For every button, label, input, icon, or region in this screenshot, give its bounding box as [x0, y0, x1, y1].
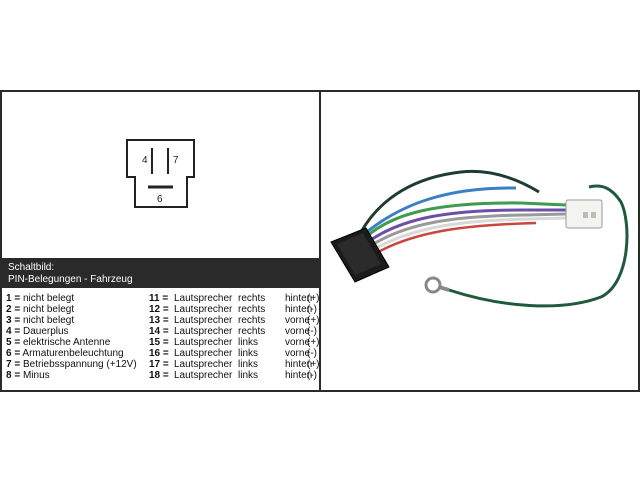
wire-purple	[364, 208, 566, 246]
list-item: 8 = Minus	[6, 370, 50, 381]
list-item: 1 = nicht belegt	[6, 293, 75, 304]
ground-wire	[448, 184, 629, 308]
header-subtitle: PIN-Belegungen - Fahrzeug	[8, 274, 133, 285]
list-item: 6 = Armaturenbeleuchtung	[6, 348, 124, 359]
list-item: 5 = elektrische Antenne	[6, 337, 111, 348]
ring-terminal-stem	[438, 285, 450, 292]
list-item: 7 = Betriebsspannung (+12V)	[6, 359, 137, 370]
wire-blue	[360, 186, 517, 239]
connector-schematic: 4 7 6	[126, 139, 195, 208]
list-item: 4 = Dauerplus	[6, 326, 69, 337]
list-item: 3 = nicht belegt	[6, 315, 75, 326]
wiring-harness-illustration	[330, 169, 629, 308]
header-title: Schaltbild:	[8, 262, 55, 273]
iso-connector-face	[337, 233, 381, 275]
ring-terminal	[424, 276, 442, 294]
wire-red	[370, 221, 537, 258]
schematic-panel: 4 7 6 Schaltbild: PIN-Belegungen - Fahrz…	[2, 92, 320, 390]
pin-label-bottom: 6	[157, 194, 163, 205]
pin-table-header: Schaltbild: PIN-Belegungen - Fahrzeug	[2, 258, 319, 288]
connector-outline	[126, 139, 195, 208]
wire-grey	[366, 212, 567, 250]
list-item: 2 = nicht belegt	[6, 304, 75, 315]
wire-dark	[359, 169, 540, 233]
panel-divider	[319, 90, 321, 392]
harness-photo-panel	[321, 92, 638, 390]
wire-white	[368, 216, 567, 254]
small-connector-slot	[583, 212, 588, 218]
pin-label-left: 4	[142, 155, 148, 166]
wire-green	[361, 201, 567, 242]
pin-label-right: 7	[173, 155, 179, 166]
small-connector-slot	[591, 212, 596, 218]
